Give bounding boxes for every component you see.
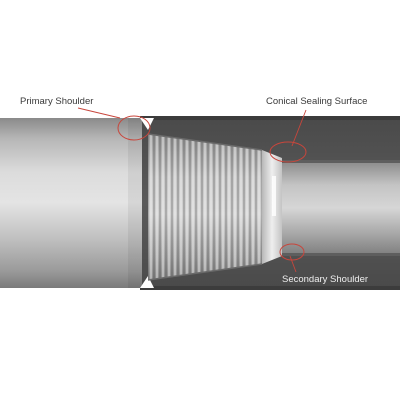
conical-seal-leader: [291, 109, 307, 147]
pin-nose-pipe: [282, 162, 400, 254]
box-housing-top-edge: [140, 116, 400, 120]
secondary-shoulder-label: Secondary Shoulder: [282, 274, 369, 285]
primary-shoulder-notch-bottom: [140, 276, 154, 288]
thread-bottom-edge: [147, 263, 263, 281]
secondary-shoulder-leader: [289, 255, 297, 273]
thread-top-edge: [147, 133, 263, 151]
conical-seal-callout: [269, 141, 307, 163]
box-housing-bottom-edge: [140, 286, 400, 290]
pin-pipe-end-shade: [128, 118, 142, 288]
primary-shoulder-callout: [117, 115, 151, 141]
primary-shoulder-leader: [77, 107, 121, 119]
pin-nose-bottom-edge: [282, 253, 400, 256]
pin-nose-top-edge: [282, 160, 400, 163]
primary-shoulder-notch: [140, 118, 154, 130]
secondary-shoulder-callout: [279, 243, 305, 261]
pin-pipe-body: [0, 118, 142, 288]
thread-ridges: [148, 134, 262, 280]
primary-shoulder-label: Primary Shoulder: [20, 96, 94, 107]
conical-sealing-surface-label: Conical Sealing Surface: [266, 96, 368, 107]
conical-seal-highlight: [272, 176, 276, 216]
